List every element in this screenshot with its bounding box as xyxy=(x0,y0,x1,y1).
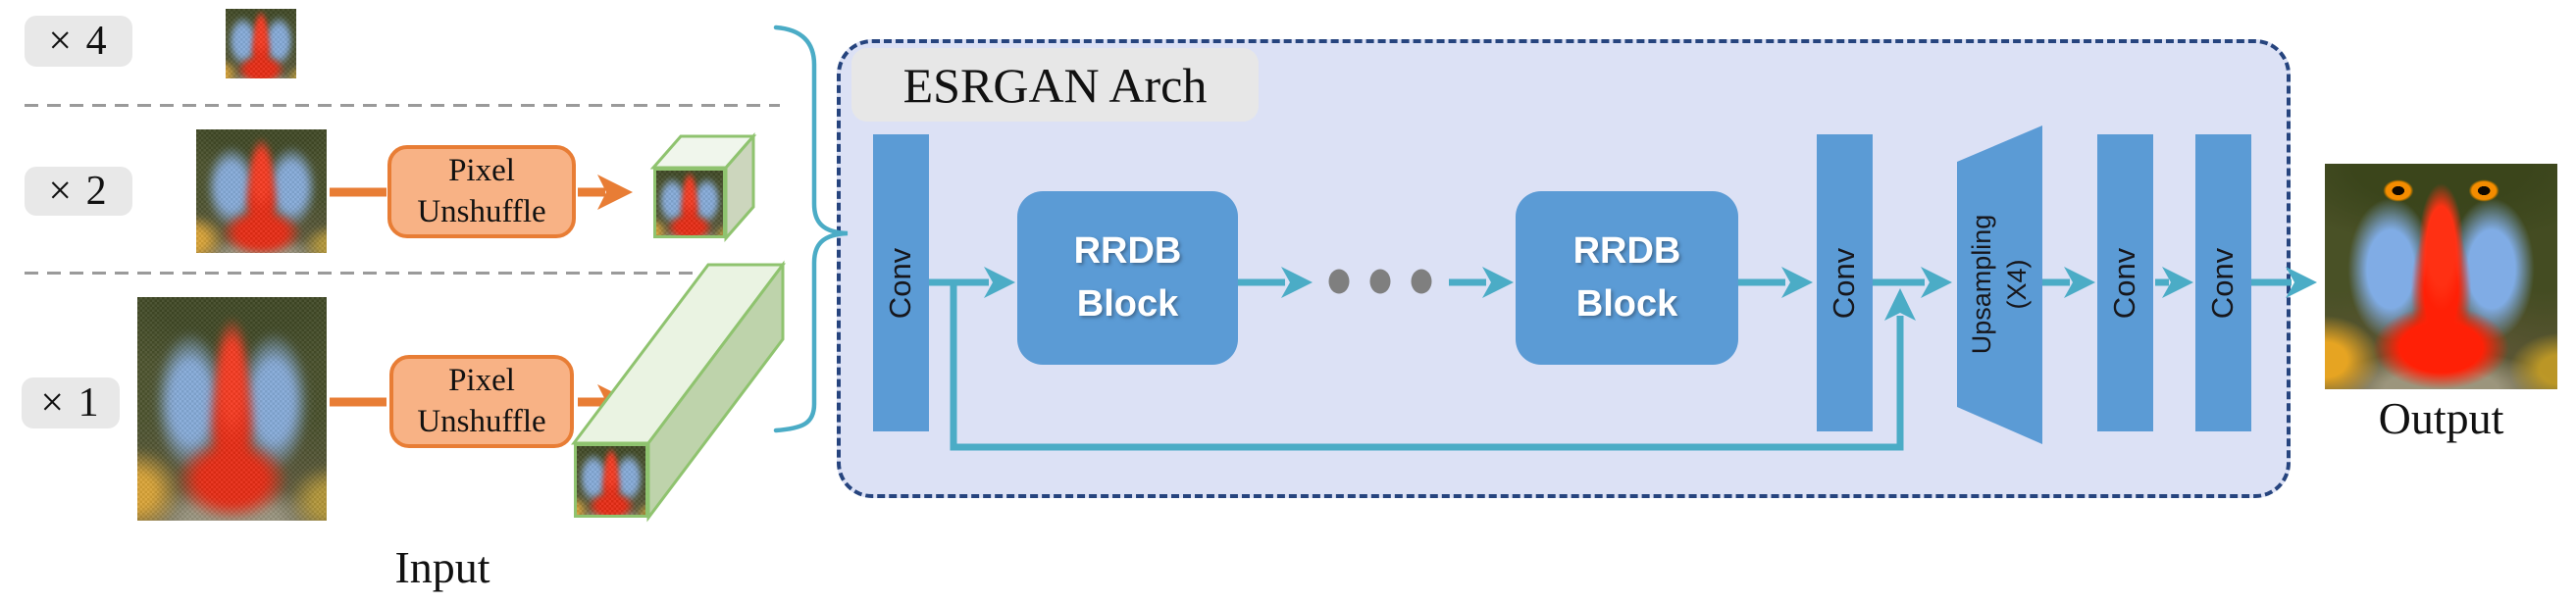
scale-label-x4: × 4 xyxy=(25,16,132,67)
scale-row-separator xyxy=(25,104,780,107)
rrdb-label-line2: Block xyxy=(1575,282,1678,325)
conv-layer-2: Conv xyxy=(1817,134,1873,431)
conv-label: Conv xyxy=(2205,247,2241,319)
rrdb-label-line1: RRDB xyxy=(1572,229,1681,272)
pixel-unshuffle-box-x1: Pixel Unshuffle xyxy=(389,355,574,448)
arrow-upsampling-to-conv3 xyxy=(2042,267,2095,298)
arrow-dots-to-rrdb2 xyxy=(1449,267,1514,298)
arrow-conv2-to-upsampling xyxy=(1873,267,1952,298)
conv-label: Conv xyxy=(883,247,918,319)
skip-up-arrow-icon xyxy=(1884,288,1916,321)
unshuffled-tensor-face-x1 xyxy=(574,443,648,518)
scale-label-x1: × 1 xyxy=(22,377,120,428)
input-group-brace xyxy=(773,25,849,433)
conv-label: Conv xyxy=(1827,247,1862,319)
conv-label: Conv xyxy=(2107,247,2142,319)
pixel-unshuffle-line1: Pixel xyxy=(448,153,515,189)
rrdb-label-line1: RRDB xyxy=(1073,229,1182,272)
scale-label-text: × 4 xyxy=(48,19,109,64)
esrgan-arch-title: ESRGAN Arch xyxy=(851,48,1259,122)
scale-row-separator xyxy=(25,272,780,275)
conv-layer-3: Conv xyxy=(2097,134,2153,431)
upsampling-line1: Upsampling xyxy=(1966,214,1996,355)
output-image xyxy=(2325,164,2557,389)
conv-layer-1: Conv xyxy=(873,134,929,431)
rrdb-block-n: RRDB Block xyxy=(1516,191,1738,365)
arrow-conv1-to-rrdb1 xyxy=(929,267,1015,298)
upsampling-block-label: Upsampling (X4) xyxy=(1960,137,2038,431)
orange-arrow-icon xyxy=(597,175,633,210)
rrdb-block-1: RRDB Block xyxy=(1017,191,1238,365)
rrdb-repeat-dots xyxy=(1328,269,1432,294)
arrow-rrdb2-to-conv2 xyxy=(1738,267,1813,298)
unshuffled-tensor-face-x2 xyxy=(653,168,726,238)
arrow-conv3-to-conv4 xyxy=(2155,267,2193,298)
pixel-unshuffle-line2: Unshuffle xyxy=(417,193,546,229)
input-image-x4 xyxy=(226,9,296,78)
rrdb-label-line2: Block xyxy=(1076,282,1179,325)
scale-label-x2: × 2 xyxy=(25,167,132,216)
input-image-x2 xyxy=(196,129,327,253)
skip-connection xyxy=(950,282,1916,451)
flow-arrows xyxy=(929,267,2317,298)
output-caption: Output xyxy=(2378,393,2504,443)
scale-label-text: × 2 xyxy=(48,169,109,214)
conv-layer-4: Conv xyxy=(2195,134,2251,431)
scale-label-text: × 1 xyxy=(40,380,101,426)
upsampling-trapezoid xyxy=(1957,126,2042,444)
pixel-unshuffle-box-x2: Pixel Unshuffle xyxy=(387,145,576,238)
input-image-x1 xyxy=(137,297,327,521)
input-caption: Input xyxy=(394,542,490,592)
upsampling-line2: (X4) xyxy=(2002,259,2032,310)
arrow-rrdb1-to-dots xyxy=(1238,267,1313,298)
arrow-to-output xyxy=(2251,267,2317,298)
pixel-unshuffle-line1: Pixel xyxy=(448,363,515,399)
pixel-unshuffle-line2: Unshuffle xyxy=(417,403,546,439)
